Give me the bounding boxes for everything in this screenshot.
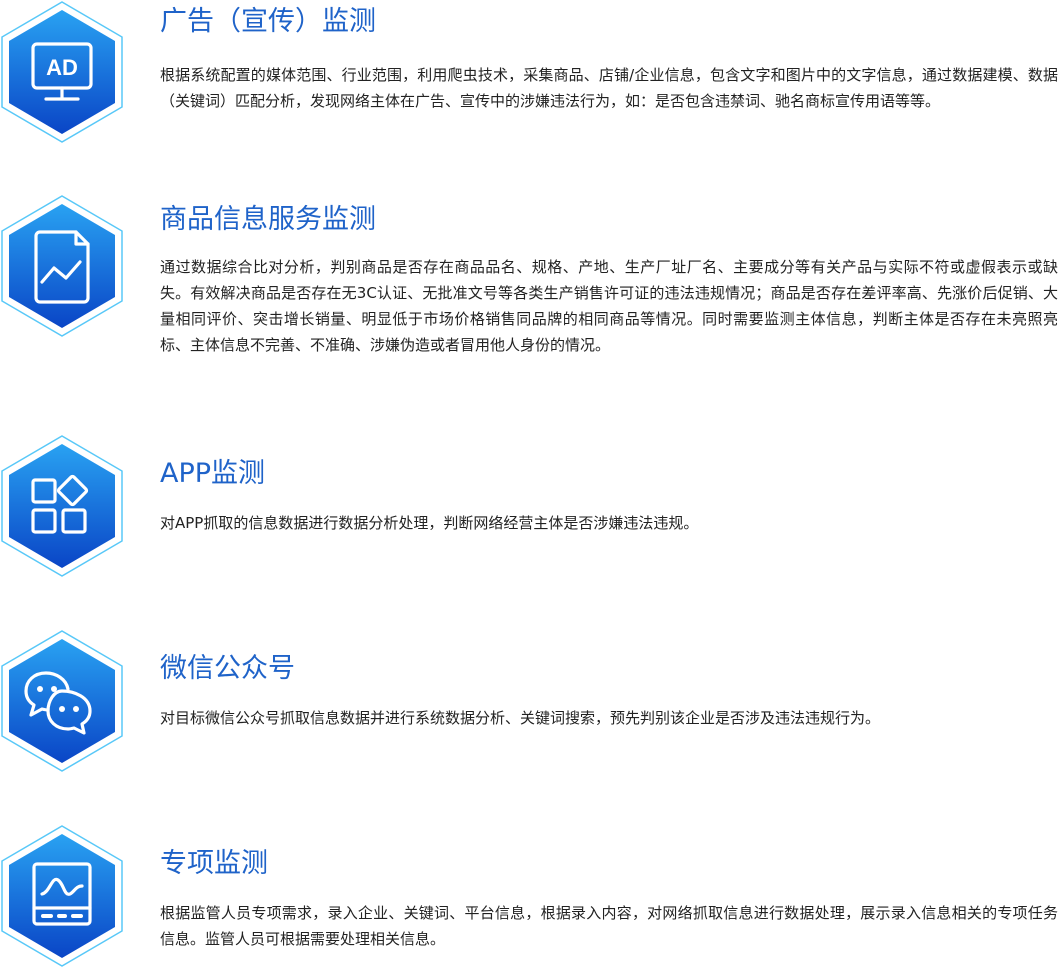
item-title: 专项监测	[160, 848, 268, 879]
item-description: 对APP抓取的信息数据进行数据分析处理，判断网络经营主体是否涉嫌违法违规。	[160, 514, 699, 532]
wechat-icon	[0, 629, 124, 773]
item-description: 根据监管人员专项需求，录入企业、关键词、平台信息，根据录入内容，对网络抓取信息进…	[160, 904, 1058, 948]
app-grid-icon	[0, 434, 124, 578]
item-title: 微信公众号	[160, 653, 295, 684]
monitor-wave-icon	[0, 824, 124, 968]
svg-text:AD: AD	[46, 55, 78, 80]
item-description: 对目标微信公众号抓取信息数据并进行系统数据分析、关键词搜索，预先判别该企业是否涉…	[160, 709, 881, 727]
item-title: APP监测	[160, 458, 266, 489]
item-description: 根据系统配置的媒体范围、行业范围，利用爬虫技术，采集商品、店铺/企业信息，包含文…	[160, 66, 1058, 110]
item-description: 通过数据综合比对分析，判别商品是否存在商品品名、规格、产地、生产厂址厂名、主要成…	[160, 258, 1058, 354]
document-chart-icon	[0, 194, 124, 338]
item-title: 商品信息服务监测	[160, 204, 376, 235]
ad-monitor-icon: AD	[0, 0, 124, 144]
item-title: 广告（宣传）监测	[160, 6, 376, 37]
